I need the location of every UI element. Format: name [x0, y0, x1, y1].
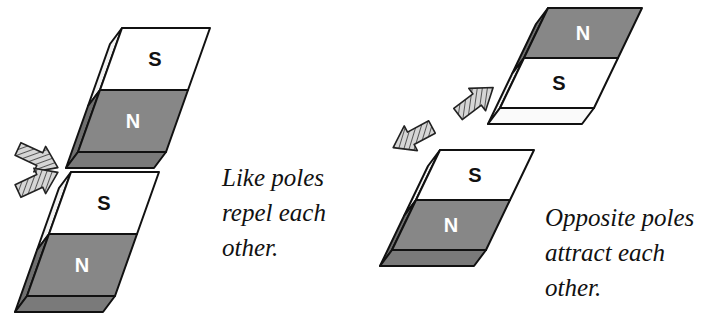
- magnet-pole: N: [392, 200, 510, 250]
- pole-outline: [392, 200, 510, 250]
- pole-letter: S: [148, 49, 161, 69]
- pole-outline: [500, 58, 618, 108]
- pole-letter: S: [97, 193, 110, 213]
- pole-letter: S: [552, 73, 565, 93]
- magnet-pole: N: [524, 8, 642, 58]
- magnet-pole: S: [500, 58, 618, 108]
- pole-letter: S: [468, 165, 481, 185]
- caption-note: Like poles repel each other.: [222, 160, 362, 265]
- magnet-pole: S: [49, 172, 159, 234]
- magnet-pole: S: [416, 150, 534, 200]
- magnet-pole: S: [100, 28, 210, 90]
- force-arrow: [387, 115, 439, 160]
- force-arrow: [12, 160, 64, 204]
- pole-letter: N: [75, 255, 89, 275]
- force-arrow: [450, 76, 502, 125]
- pole-outline: [49, 172, 159, 234]
- pole-letter: N: [444, 215, 458, 235]
- pole-outline: [78, 90, 188, 152]
- caption-note: Opposite poles attract each other.: [545, 200, 721, 305]
- magnet-front: [488, 108, 594, 124]
- pole-outline: [524, 8, 642, 58]
- magnet-pole: N: [78, 90, 188, 152]
- magnet-front: [66, 152, 166, 168]
- pole-outline: [27, 234, 137, 296]
- pole-outline: [416, 150, 534, 200]
- pole-outline: [100, 28, 210, 90]
- magnet-front: [15, 296, 115, 312]
- magnet-front: [380, 250, 486, 266]
- magnet-pole: N: [27, 234, 137, 296]
- pole-letter: N: [126, 111, 140, 131]
- pole-letter: N: [576, 23, 590, 43]
- magnet-sides: [15, 8, 594, 312]
